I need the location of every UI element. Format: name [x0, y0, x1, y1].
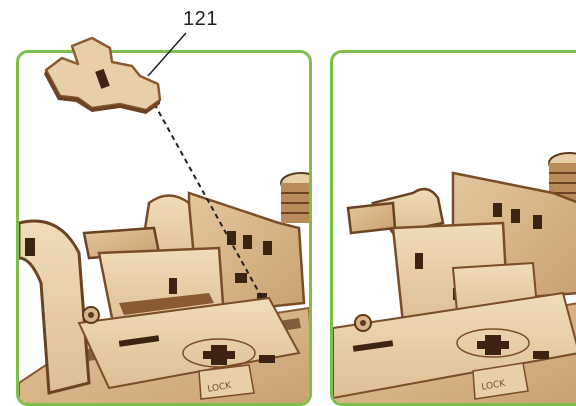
part-number-label: 121 — [183, 8, 218, 31]
assembly-illustration-before: LOCK — [19, 53, 312, 406]
step-panel-before: LOCK — [16, 50, 312, 406]
step-panel-after: LOCK — [330, 50, 576, 406]
assembly-illustration-after: LOCK — [333, 53, 576, 406]
